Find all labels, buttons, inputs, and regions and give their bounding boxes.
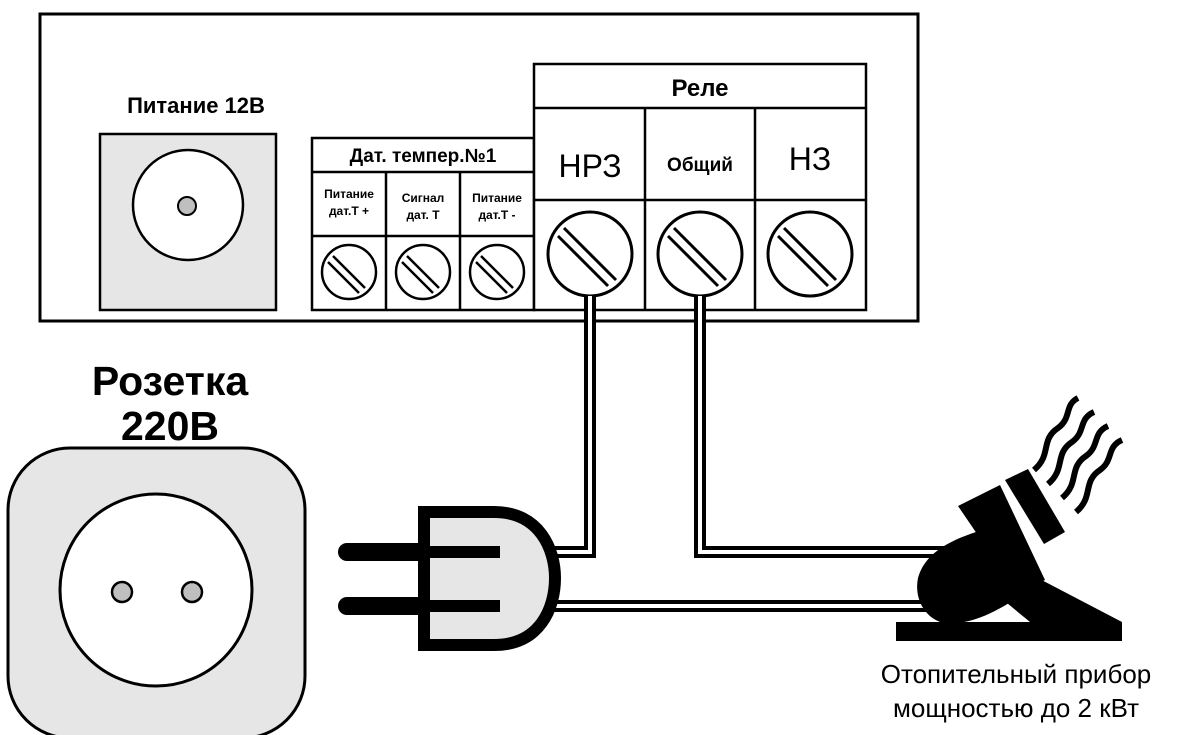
heat-wave-2	[1045, 409, 1096, 487]
plug-body	[418, 506, 562, 651]
heater-reflector-outer	[1005, 469, 1065, 544]
heater-lamp	[917, 532, 1024, 624]
temp-screw-2	[394, 243, 452, 301]
temp-col3-label-line1: Питание	[472, 191, 522, 205]
temp-col2-label-line1: Сигнал	[402, 191, 445, 205]
socket-label-line1: Розетка	[92, 358, 250, 404]
temp-col1-label-line1: Питание	[324, 187, 374, 201]
relay-common-label: Общий	[667, 155, 733, 176]
temp-col3-label-line2: дат.Т -	[478, 208, 515, 222]
heater-label-line2: мощностью до 2 кВт	[893, 693, 1139, 723]
socket-label-line2: 220В	[121, 403, 219, 449]
plug	[338, 506, 562, 651]
heat-wave-1	[1031, 395, 1080, 473]
relay-nrz-label: НРЗ	[558, 148, 621, 184]
socket-hole-right	[180, 580, 204, 604]
temp-screw-1	[320, 243, 378, 301]
heater-label-line1: Отопительный прибор	[881, 659, 1152, 689]
relay-header: Реле	[671, 75, 728, 102]
heat-wave-3	[1059, 423, 1110, 501]
relay-screw-nz	[766, 210, 854, 298]
power-12v-label: Питание 12В	[127, 93, 265, 118]
socket-hole-left	[110, 580, 134, 604]
wire-common-to-heater	[694, 296, 948, 558]
socket-face	[58, 492, 254, 688]
heater	[896, 395, 1124, 641]
temp-col2-label-line2: дат. Т	[406, 208, 440, 222]
relay-screw-nrz	[546, 210, 634, 298]
temp-sensor-header: Дат. темпер.№1	[350, 146, 497, 167]
temp-screw-3	[468, 243, 526, 301]
heat-wave-4	[1073, 437, 1124, 515]
relay-screw-common	[656, 210, 744, 298]
relay-nz-label: НЗ	[789, 141, 831, 177]
heater-reflector-inner	[958, 485, 1045, 594]
power-jack-pin	[177, 196, 197, 216]
temp-col1-label-line2: дат.Т +	[329, 204, 369, 218]
